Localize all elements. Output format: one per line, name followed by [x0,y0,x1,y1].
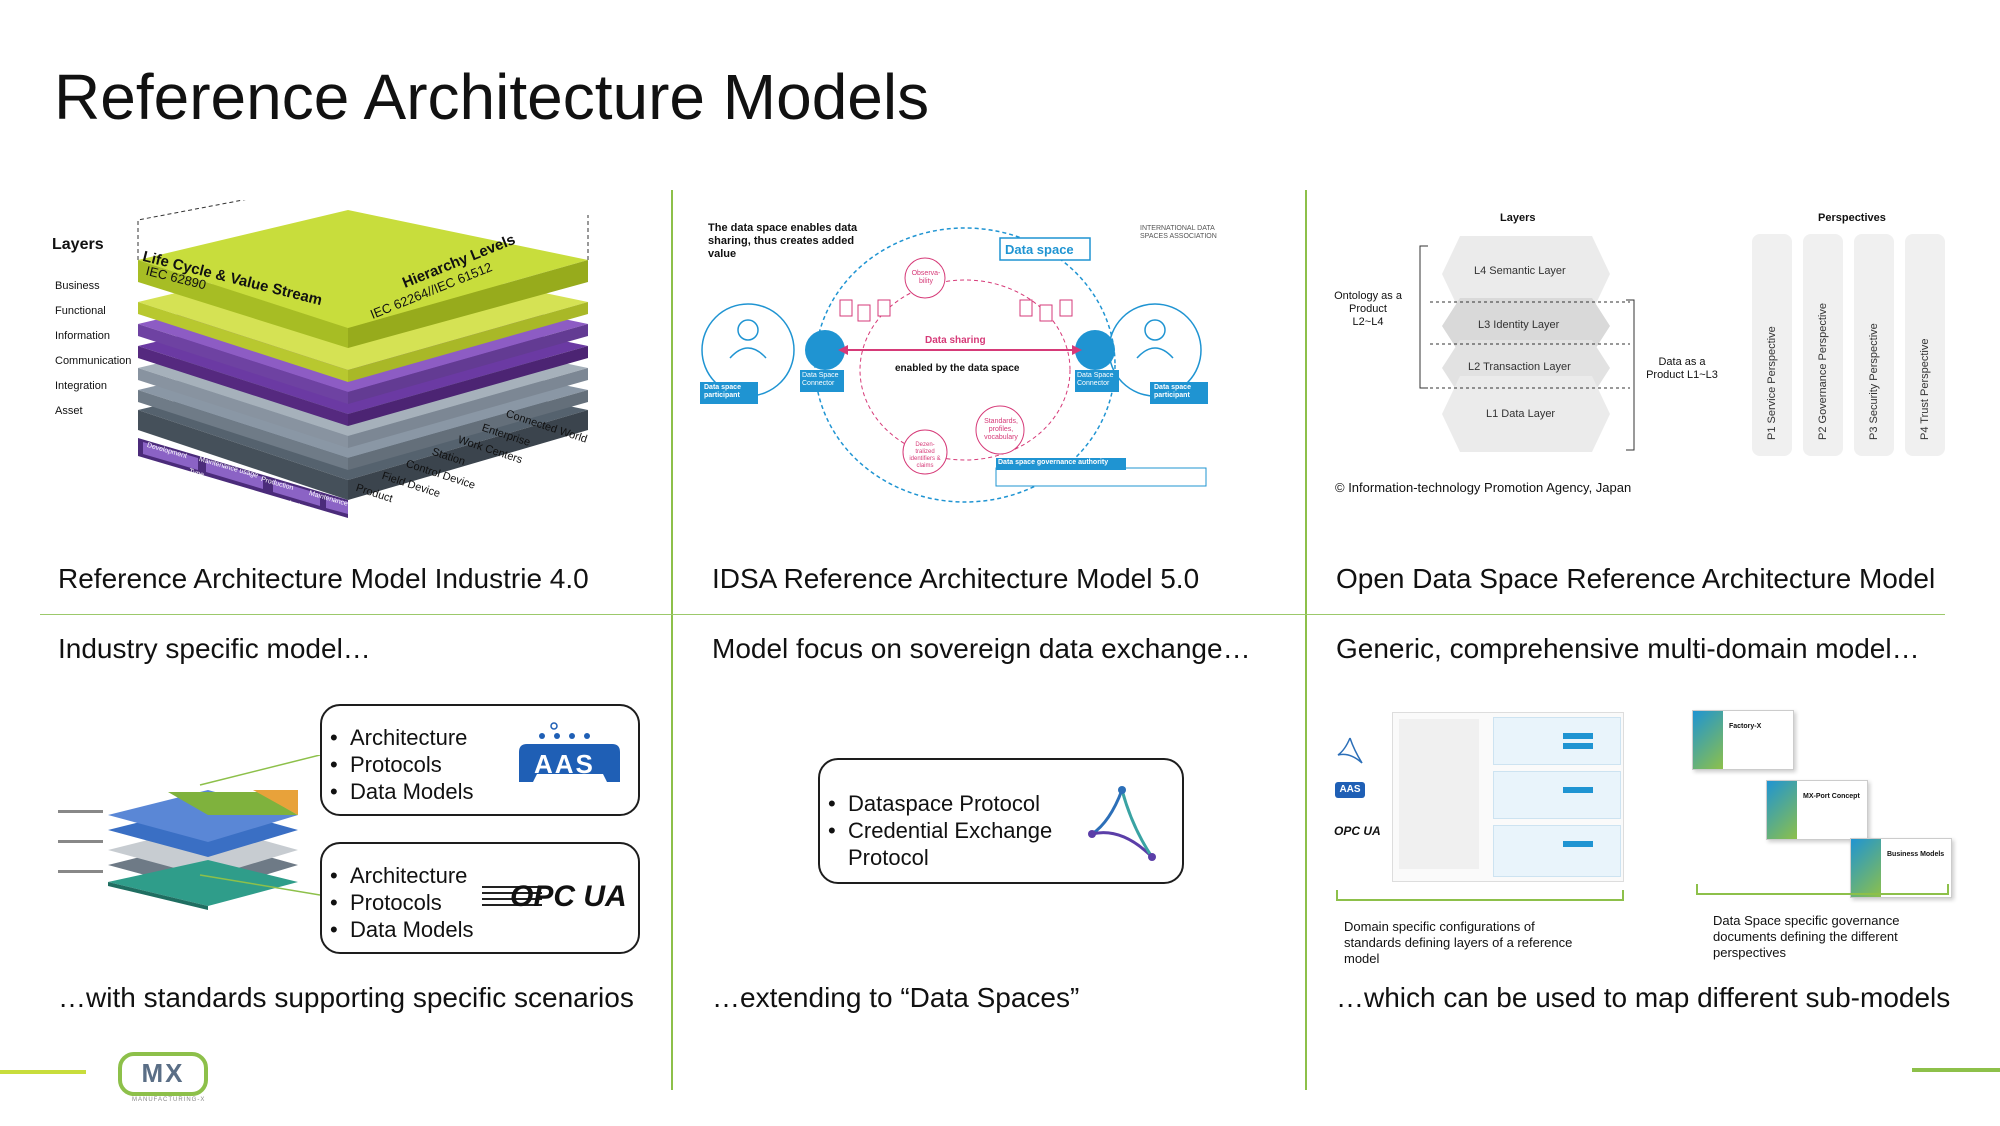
column-divider-1 [671,190,673,1090]
opc-item-architecture: Architecture [326,862,474,889]
rami-footer: …with standards supporting specific scen… [58,982,634,1013]
idsa-data-sharing: Data sharing [925,335,986,346]
rami-layer-label-communication: Communication [55,355,132,367]
odsram-footer: …which can be used to map different sub-… [1336,982,1951,1013]
rami-layers-title: Layers [52,236,104,253]
idsa-participant-left: Data space participant [704,384,741,399]
aas-logo [519,722,620,782]
aas-box: Architecture Protocols Data Models AAS [320,704,640,816]
note-domain-configs: Domain specific configurations of standa… [1344,919,1573,966]
idsa-connector-right: Data Space Connector [1077,372,1114,387]
odsram-l4: L4 Semantic Layer [1474,265,1566,277]
odsram-perspective-p2: P2 Governance Perspective [1803,234,1843,456]
odsram-l1: L1 Data Layer [1486,408,1556,420]
mini-opc-ua-logo: OPC UA [1334,824,1381,838]
odsram-perspective-p1: P1 Service Perspective [1752,234,1792,456]
rami-diagram [137,200,589,518]
odsram-data-product: Data as a Product L1~L3 [1646,356,1718,381]
idsa-authority: Data space governance authority [998,459,1109,466]
idsa-identifiers: Dezen-tralized identifiers & claims [909,442,941,469]
column-divider-2 [1305,190,1307,1090]
rami-heading: Reference Architecture Model Industrie 4… [58,563,589,594]
idsa-diagram [700,227,1208,503]
idsa-item-dataspace-protocol: Dataspace Protocol [824,790,1068,817]
doc-card-factory-x: Factory-X [1692,710,1794,770]
odsram-layers-title: Layers [1500,212,1536,224]
mx-logo-subtitle: MANUFACTURING-X [132,1097,206,1103]
idsa-org: INTERNATIONAL DATA SPACES ASSOCIATION [1140,225,1217,240]
idsa-protocol-box: Dataspace Protocol Credential Exchange P… [818,758,1184,884]
odsram-subtitle: Generic, comprehensive multi-domain mode… [1336,633,1920,664]
odsram-perspective-label-p4: P4 Trust Perspective [1919,338,1931,441]
odsram-l2: L2 Transaction Layer [1468,361,1571,373]
opc-item-data-models: Data Models [326,916,474,943]
idsa-heading: IDSA Reference Architecture Model 5.0 [712,563,1200,594]
idsa-standards: Standards, profiles, vocabulary [984,418,1018,441]
odsram-perspective-label-p2: P2 Governance Perspective [1817,303,1829,440]
mx-logo-text: MX [141,1058,185,1088]
slide-title: Reference Architecture Models [54,61,930,133]
footer-line-left [0,1070,86,1074]
left-bracket [1336,890,1624,901]
odsram-perspective-label-p1: P1 Service Perspective [1766,326,1778,440]
odsram-heading: Open Data Space Reference Architecture M… [1336,563,1936,594]
opc-ua-box: Architecture Protocols Data Models OPC U… [320,842,640,954]
rami-subtitle: Industry specific model… [58,633,371,664]
aas-item-architecture: Architecture [326,724,474,751]
idsa-observability: Observa-bility [911,270,941,285]
idsa-subtitle: Model focus on sovereign data exchange… [712,633,1251,664]
right-bracket [1696,884,1949,895]
rami-layer-label-functional: Functional [55,305,106,317]
idsa-footer: …extending to “Data Spaces” [712,982,1080,1013]
note-governance-docs: Data Space specific governance documents… [1713,913,1900,960]
mini-aas-logo: AAS [1335,782,1365,798]
doc-card-business-models: Business Models [1850,838,1952,898]
rami-mini-diagram [58,790,298,910]
doc-card-mx-port: MX-Port Concept [1766,780,1868,840]
idsa-item-credential-exchange: Credential Exchange Protocol [824,817,1068,871]
opc-ua-logo-text: OPC UA [510,880,627,913]
idsa-intro: The data space enables data sharing, thu… [708,222,858,260]
odsram-perspectives-title: Perspectives [1818,212,1886,224]
odsram-shape-l4 [1442,236,1610,312]
rami-layer-label-integration: Integration [55,380,107,392]
odsram-l3: L3 Identity Layer [1478,319,1560,331]
odsram-perspective-p3: P3 Security Perspective [1854,234,1894,456]
idsa-participant-right: Data space participant [1154,384,1191,399]
odsram-layer-diagram [1419,236,1635,452]
odsram-copyright: © Information-technology Promotion Agenc… [1335,480,1632,495]
aas-item-data-models: Data Models [326,778,474,805]
section-divider [40,614,1945,615]
dataspace-protocol-icon [1088,786,1156,861]
opc-item-protocols: Protocols [326,889,474,916]
opc-ua-logo-graphic [482,886,542,906]
rami-layer-label-information: Information [55,330,111,342]
odsram-perspective-label-p3: P3 Security Perspective [1868,323,1880,440]
doc-card-mx-port-title: MX-Port Concept [1803,793,1860,800]
doc-card-business-models-title: Business Models [1887,851,1945,858]
odsram-ontology: Ontology as a Product L2~L4 [1334,290,1402,328]
rami-layer-label-business: Business [55,280,100,292]
footer-line-right [1912,1068,2000,1072]
odsram-perspective-p4: P4 Trust Perspective [1905,234,1945,456]
aas-item-protocols: Protocols [326,751,474,778]
idsa-connector-left: Data Space Connector [802,372,839,387]
odsram-shape-l1 [1442,376,1610,452]
idsa-data-space-label: Data space [1005,242,1074,257]
mx-logo: MX [118,1052,208,1096]
aas-logo-text: AAS [534,749,595,779]
mini-dataspace-icon [1337,737,1363,764]
idsa-enabled-by: enabled by the data space [895,363,1020,374]
rami-layer-label-asset: Asset [55,405,83,417]
connector-lines [199,755,320,896]
mx-port-doc-thumbnail [1392,712,1624,882]
doc-card-factory-x-title: Factory-X [1729,723,1762,730]
